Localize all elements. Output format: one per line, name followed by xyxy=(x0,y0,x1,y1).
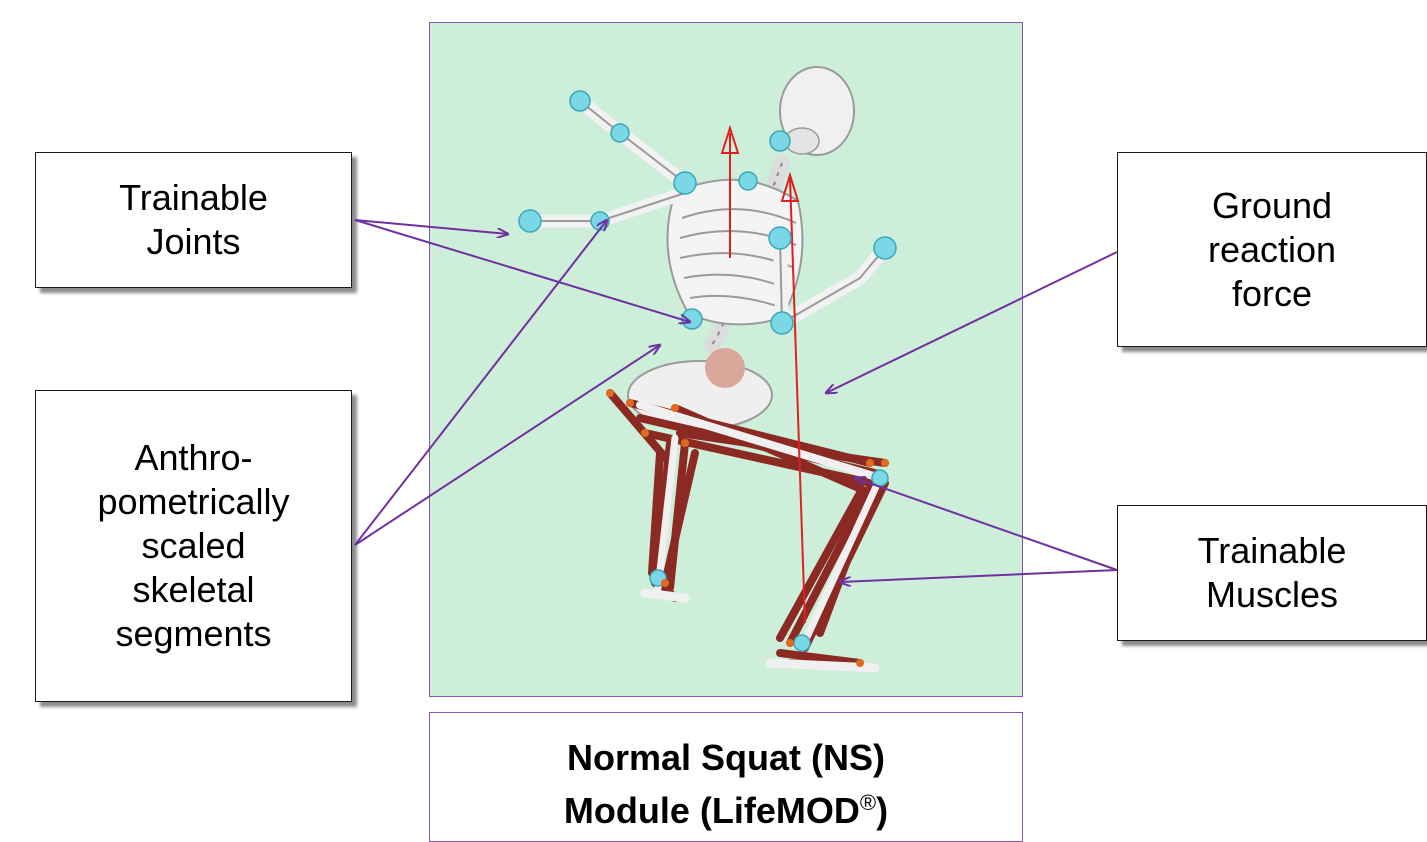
trainable-joints-label: Trainable Joints xyxy=(35,152,352,288)
skeleton-illustration xyxy=(430,23,1023,697)
caption-line-2-prefix: Module (LifeMOD xyxy=(564,790,860,831)
trainable-joints-text: Trainable Joints xyxy=(119,176,268,264)
registered-mark: ® xyxy=(860,790,876,815)
squat-simulation-panel xyxy=(429,22,1023,697)
anthropometric-segments-label: Anthro- pometrically scaled skeletal seg… xyxy=(35,390,352,702)
module-caption: Normal Squat (NS) Module (LifeMOD®) xyxy=(564,735,888,833)
caption-line-2-suffix: ) xyxy=(876,790,888,831)
ground-reaction-force-text: Ground reaction force xyxy=(1208,184,1336,316)
trainable-muscles-label: Trainable Muscles xyxy=(1117,505,1427,641)
anthropometric-segments-text: Anthro- pometrically scaled skeletal seg… xyxy=(97,436,289,656)
module-caption-box: Normal Squat (NS) Module (LifeMOD®) xyxy=(429,712,1023,842)
ground-reaction-force-label: Ground reaction force xyxy=(1117,152,1427,347)
caption-line-2: Module (LifeMOD®) xyxy=(564,780,888,833)
trainable-muscles-text: Trainable Muscles xyxy=(1198,529,1347,617)
caption-line-1: Normal Squat (NS) xyxy=(564,735,888,780)
